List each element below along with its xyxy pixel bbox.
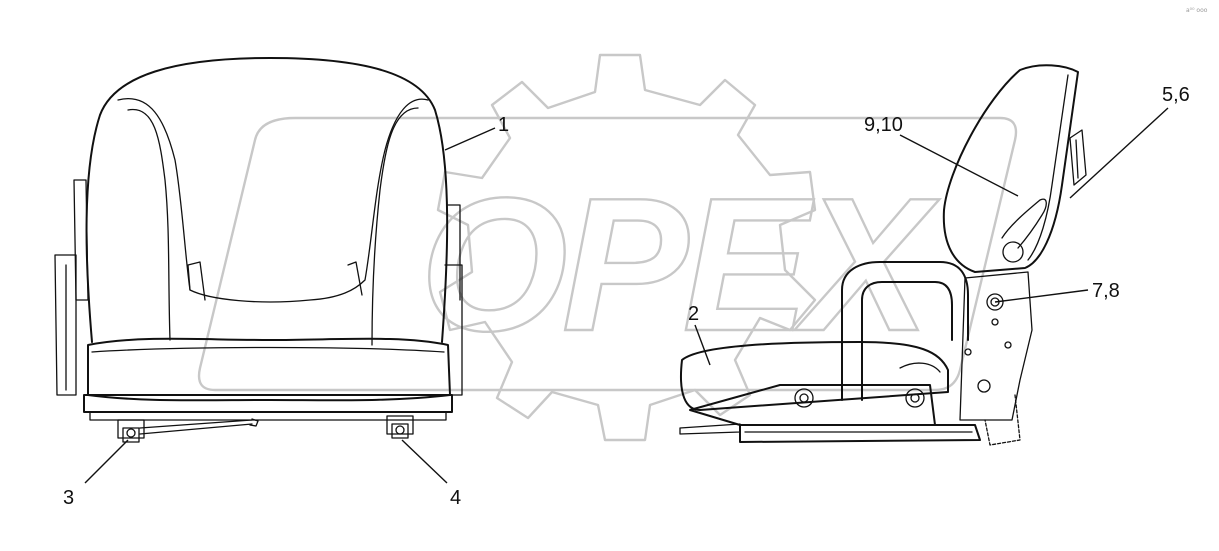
callout-3: 3 xyxy=(63,487,74,509)
seat-side-view xyxy=(679,64,1087,446)
callout-2: 2 xyxy=(688,303,699,325)
callout-7-8: 7,8 xyxy=(1092,280,1120,302)
watermark-logo: OPEX xyxy=(197,53,1018,442)
callout-leaders xyxy=(84,107,1169,484)
seat-front-view xyxy=(54,57,463,443)
rail-clamp-4 xyxy=(386,415,414,439)
recline-handle xyxy=(1001,198,1047,249)
armrest xyxy=(841,261,969,401)
cushion-side xyxy=(680,341,949,411)
backrest-side xyxy=(942,64,1079,273)
backrest-front xyxy=(85,57,449,343)
callout-5-6: 5,6 xyxy=(1162,84,1190,106)
callout-1: 1 xyxy=(498,114,509,136)
rail-clamp-3 xyxy=(117,419,145,443)
callout-4: 4 xyxy=(450,487,461,509)
callout-9-10: 9,10 xyxy=(864,114,903,136)
corner-mark: a⁰⁰ ooo xyxy=(1186,7,1208,14)
